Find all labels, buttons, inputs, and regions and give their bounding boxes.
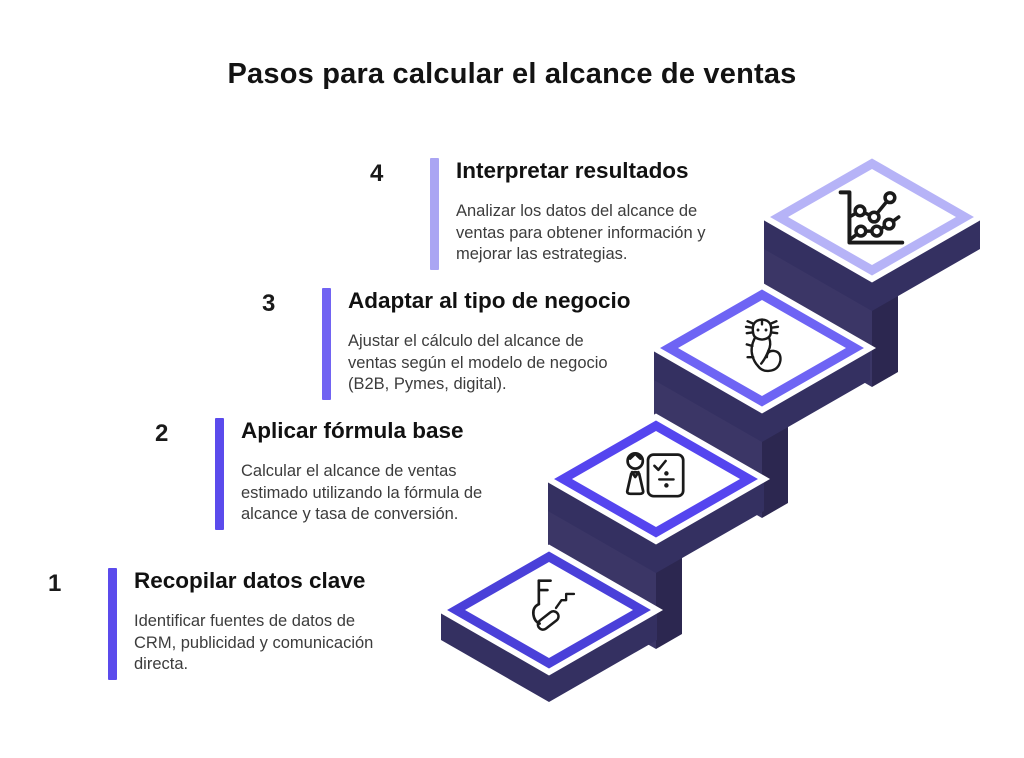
step-4-title: Interpretar resultados: [456, 158, 689, 183]
step-1-block: 1 Recopilar datos clave Identificar fuen…: [48, 568, 468, 698]
step-2-block: 2 Aplicar fórmula base Calcular el alcan…: [155, 418, 575, 548]
step-4-content: Interpretar resultados Analizar los dato…: [456, 158, 786, 266]
step-3-number: 3: [262, 290, 276, 317]
step-3-tile: [647, 282, 877, 518]
line-chart-icon: [838, 190, 905, 245]
presenter-formula-board-icon: [625, 452, 685, 498]
step-3-title: Adaptar al tipo de negocio: [348, 288, 631, 313]
step-1-title: Recopilar datos clave: [134, 568, 366, 593]
step-2-side-band: [548, 479, 764, 573]
step-1-face-diamond: [465, 562, 633, 658]
step-2-description: Calcular el alcance de ventas estimado u…: [241, 462, 483, 523]
step-4-tile: [757, 151, 987, 387]
step-2-face-diamond: [572, 431, 740, 527]
step-1-tile: [434, 544, 664, 702]
step-3-face-diamond: [678, 300, 846, 396]
step-1-description: Identificar fuentes de datos de CRM, pub…: [134, 612, 374, 673]
data-sources-icon: [531, 579, 576, 631]
step-4-block: 4 Interpretar resultados Analizar los da…: [370, 158, 790, 288]
step-2-number: 2: [155, 420, 169, 447]
step-3-content: Adaptar al tipo de negocio Ajustar el cá…: [348, 288, 678, 396]
step-3-side-band: [654, 348, 870, 442]
step-4-number: 4: [370, 160, 384, 187]
step-3-description: Ajustar el cálculo del alcance de ventas…: [348, 332, 608, 393]
step-4-description: Analizar los datos del alcance de ventas…: [456, 202, 706, 263]
step-1-number: 1: [48, 570, 62, 597]
step-1-accent-bar: [108, 568, 117, 680]
step-4-accent-bar: [430, 158, 439, 270]
step-1-content: Recopilar datos clave Identificar fuente…: [134, 568, 464, 676]
step-2-accent-bar: [215, 418, 224, 530]
step-4-side-band: [764, 217, 980, 311]
step-1-side-band: [441, 610, 657, 702]
axolotl-icon: [744, 318, 782, 373]
step-3-block: 3 Adaptar al tipo de negocio Ajustar el …: [262, 288, 682, 418]
step-2-title: Aplicar fórmula base: [241, 418, 464, 443]
step-2-content: Aplicar fórmula base Calcular el alcance…: [241, 418, 571, 526]
step-3-accent-bar: [322, 288, 331, 400]
page-title: Pasos para calcular el alcance de ventas: [227, 58, 797, 90]
